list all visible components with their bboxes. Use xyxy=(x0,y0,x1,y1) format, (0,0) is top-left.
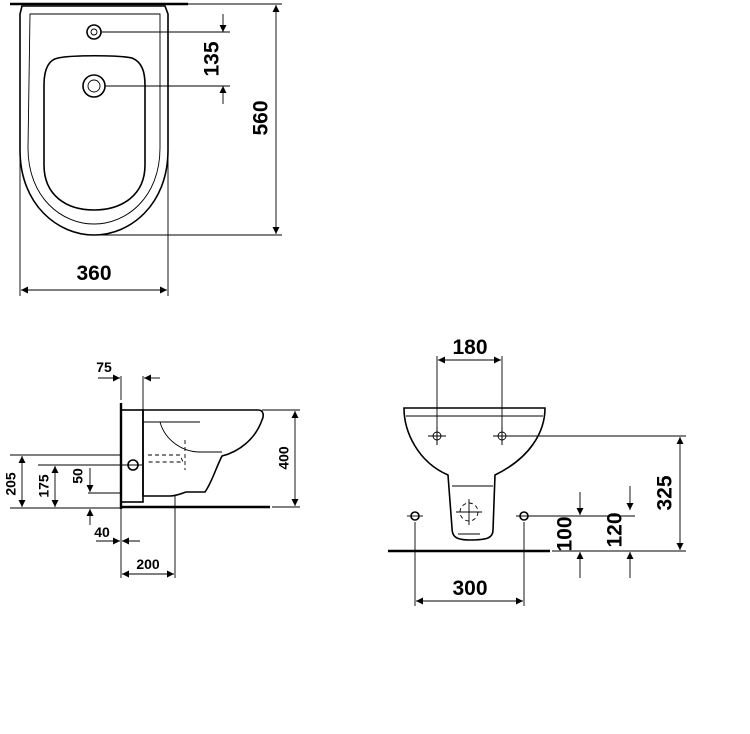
side-mounting-plate xyxy=(120,409,144,503)
dim-100-label: 100 xyxy=(554,516,577,551)
drain-inner xyxy=(87,79,101,93)
dim-180-label: 180 xyxy=(452,336,487,359)
dim-200-label: 200 xyxy=(136,556,160,572)
side-hidden-pipe xyxy=(148,454,184,463)
tap-hole xyxy=(86,24,102,40)
top-bowl-outline xyxy=(43,54,146,211)
dim-120-label: 120 xyxy=(604,512,627,547)
dim-135-label: 135 xyxy=(201,41,224,76)
dim-75-label: 75 xyxy=(96,359,112,375)
dim-325-label: 325 xyxy=(654,475,677,510)
dim-205-label: 205 xyxy=(3,472,19,496)
dim-40-label: 40 xyxy=(94,524,110,540)
top-outer-outline xyxy=(19,5,169,236)
dim-400-label: 400 xyxy=(276,446,292,470)
dim-175-label: 175 xyxy=(36,474,52,498)
drain-outer xyxy=(82,74,106,98)
front-bowl-outline xyxy=(403,407,546,541)
front-view: 180 325 100 120 300 xyxy=(388,336,686,606)
top-view: 135 560 360 xyxy=(10,2,282,296)
tap-hole-inner xyxy=(90,28,98,36)
side-view: 75 400 205 175 50 40 200 xyxy=(3,359,300,578)
dim-360-label: 360 xyxy=(76,262,111,285)
dim-560-label: 560 xyxy=(250,100,273,135)
top-rim-line xyxy=(27,13,161,225)
dim-300-label: 300 xyxy=(452,577,487,600)
dim-50-label: 50 xyxy=(70,468,86,484)
side-bowl-curve xyxy=(159,421,222,453)
side-body-outline xyxy=(142,409,264,497)
